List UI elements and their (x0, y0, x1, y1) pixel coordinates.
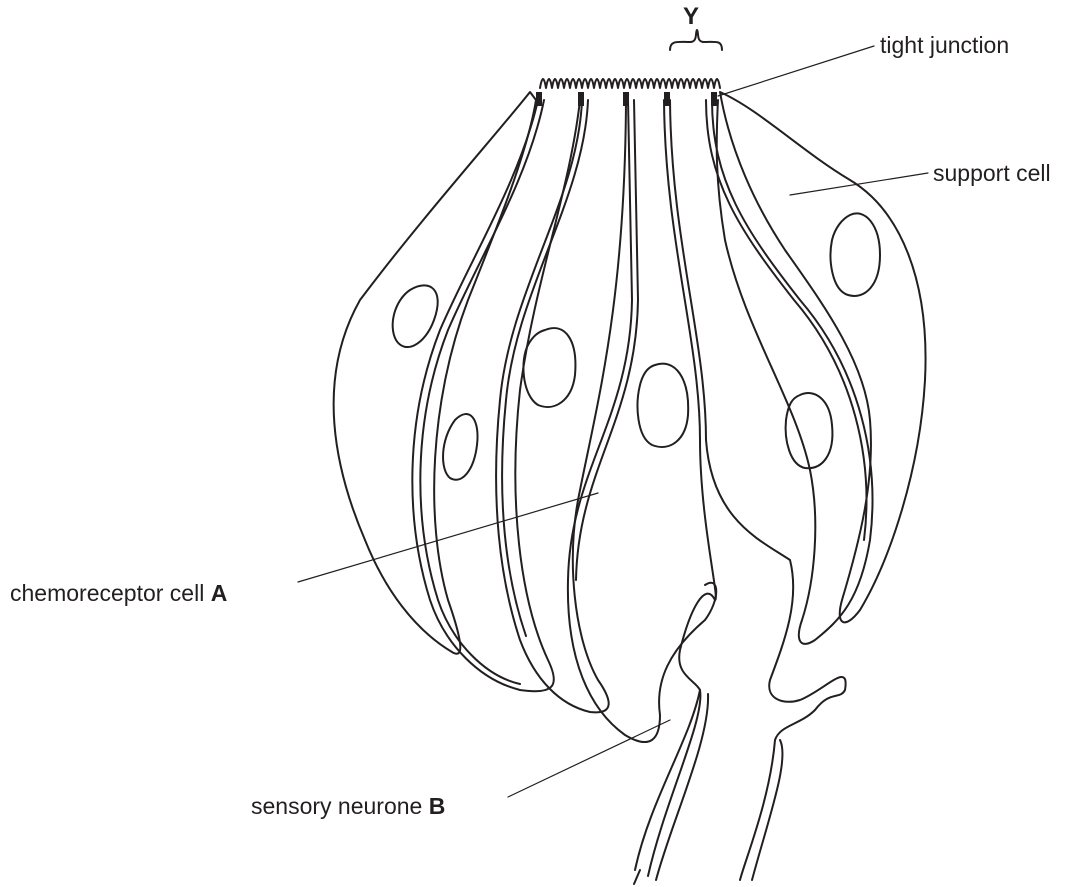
support-cell-label: support cell (933, 162, 1051, 185)
nucleus (443, 414, 478, 480)
chemoreceptor-cell-label: chemoreceptor cell A (10, 582, 227, 605)
sensory-neurone-letter: B (429, 793, 446, 819)
cell-membrane (420, 100, 544, 684)
tight-junction (623, 92, 629, 106)
leader-line-chemoreceptor (298, 493, 598, 582)
chemoreceptor-cell-right (635, 100, 716, 870)
chemoreceptor-cell-left (496, 100, 626, 712)
sensory-neurone-text: sensory neurone (251, 793, 429, 819)
chemoreceptor-cell-text: chemoreceptor cell (10, 580, 211, 606)
cell-membrane (670, 100, 706, 440)
nucleus (523, 328, 575, 407)
tight-junction (664, 92, 670, 106)
nucleus (831, 213, 880, 296)
tight-junction-label: tight junction (880, 34, 1009, 57)
chemoreceptor-cell-letter: A (211, 580, 228, 606)
chemoreceptor-cell-center (568, 100, 716, 742)
support-cell-right (720, 92, 926, 622)
tight-junction (578, 92, 584, 106)
support-cell-right-inner (712, 100, 872, 644)
nucleus (393, 285, 438, 347)
leader-line-support-cell (790, 173, 928, 195)
support-cell-left-inner (412, 100, 580, 691)
sensory-neurone-label: sensory neurone B (251, 795, 445, 818)
leader-line-tight-junction (718, 46, 874, 96)
nucleus (638, 364, 689, 447)
tight-junction (711, 92, 717, 106)
region-y-brace (670, 30, 722, 50)
region-y-label: Y (683, 5, 699, 29)
sensory-neurone (706, 440, 846, 880)
microvilli (540, 79, 720, 88)
sensory-neurone-branch (634, 870, 640, 884)
sensory-neurone-branch (752, 740, 783, 880)
cell-membrane (706, 100, 866, 540)
nucleus (786, 393, 833, 468)
leader-line-sensory-neurone (508, 720, 670, 797)
tight-junction (536, 92, 542, 106)
